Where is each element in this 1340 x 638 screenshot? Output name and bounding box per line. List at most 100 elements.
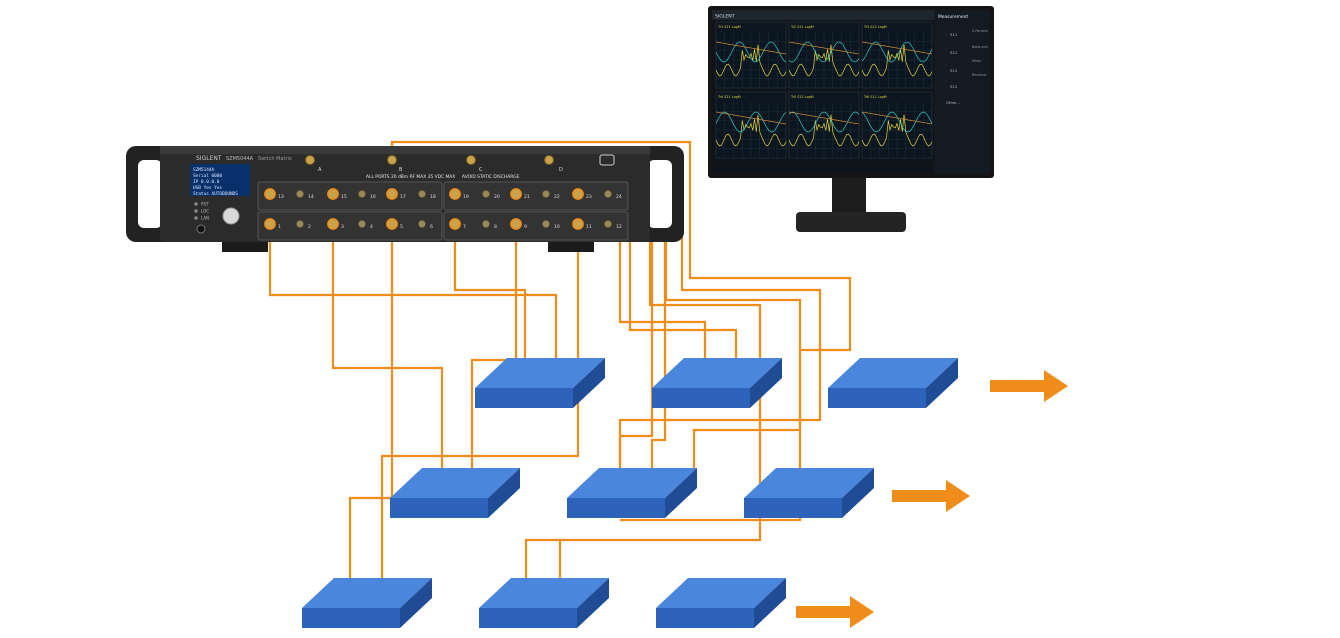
port-number-label: 12 — [616, 224, 622, 230]
port-panel-top-left — [257, 181, 443, 211]
sma-connector-icon[interactable] — [449, 218, 461, 230]
sma-connector-icon[interactable] — [295, 219, 304, 228]
trace-line — [788, 44, 860, 77]
warning-rf-max: ALL PORTS 20 dBm RF MAX 35 VDC MAX — [366, 174, 455, 180]
port-number-label: 8 — [494, 224, 497, 230]
common-port-label: A — [318, 167, 322, 173]
trace-line — [861, 111, 933, 125]
sma-connector-icon[interactable] — [417, 219, 426, 228]
trace-line — [788, 41, 860, 55]
sma-connector-icon[interactable] — [357, 219, 366, 228]
measurement-tab[interactable]: Balanced — [972, 45, 988, 49]
sma-connector-icon[interactable] — [386, 188, 398, 200]
cable-n — [628, 226, 738, 378]
sma-connector-icon[interactable] — [327, 188, 339, 200]
trace-label: Tr3 S22 LogM — [863, 25, 887, 29]
sma-connector-icon[interactable] — [510, 188, 522, 200]
sma-connector-icon[interactable] — [327, 218, 339, 230]
cable-o — [618, 226, 654, 484]
sma-connector-icon[interactable] — [386, 218, 398, 230]
sma-connector-icon[interactable] — [604, 219, 613, 228]
sma-connector-icon[interactable] — [544, 155, 554, 165]
sma-connector-icon[interactable] — [449, 188, 461, 200]
sma-connector-icon[interactable] — [572, 218, 584, 230]
output-arrows — [796, 370, 1068, 628]
sma-connector-icon[interactable] — [604, 189, 613, 198]
sma-connector-icon[interactable] — [510, 218, 522, 230]
port-number-label: 7 — [463, 224, 466, 230]
dut-board[interactable] — [656, 578, 786, 628]
sma-connector-icon[interactable] — [466, 155, 476, 165]
side-label: LOC — [201, 209, 209, 214]
sma-connector-icon[interactable] — [264, 218, 276, 230]
right-arrow-icon — [796, 596, 874, 628]
dut-board[interactable] — [744, 468, 874, 518]
port-number-label: 1 — [278, 224, 281, 230]
screen-line: IP 0.0.0.0 — [193, 179, 220, 185]
screen-line: Status AUTOBOUNDS — [193, 191, 238, 197]
measurement-tab[interactable]: S-Params — [972, 29, 988, 33]
trace-line — [861, 111, 933, 133]
port-panel-bottom-left — [257, 211, 443, 241]
sma-connector-icon[interactable] — [481, 189, 490, 198]
trace-line — [861, 44, 933, 77]
dut-board[interactable] — [567, 468, 697, 518]
side-label: RST — [201, 202, 209, 207]
port-number-label: 2 — [308, 224, 311, 230]
port-number-label: 4 — [370, 224, 373, 230]
sma-connector-icon[interactable] — [481, 219, 490, 228]
trace-line — [788, 111, 860, 125]
sma-connector-icon[interactable] — [295, 189, 304, 198]
measurement-tab[interactable]: Receiver — [972, 73, 987, 77]
dut-board[interactable] — [652, 358, 782, 408]
port-number-label: 22 — [554, 194, 560, 200]
right-arrow-icon — [892, 480, 970, 512]
brand-label: SIGLENT — [196, 155, 222, 162]
sma-connector-icon[interactable] — [572, 188, 584, 200]
port-number-label: 14 — [308, 194, 314, 200]
rotary-knob[interactable] — [222, 207, 240, 225]
sma-connector-icon[interactable] — [357, 189, 366, 198]
sma-connector-icon[interactable] — [542, 219, 551, 228]
measurement-item[interactable]: Other... — [946, 100, 960, 105]
port-number-label: 20 — [494, 194, 500, 200]
sma-connector-icon[interactable] — [264, 188, 276, 200]
dut-board[interactable] — [302, 578, 432, 628]
power-button[interactable] — [196, 224, 206, 234]
warning-static: AVOID STATIC DISCHARGE — [462, 174, 520, 180]
common-port-label: B — [399, 167, 403, 173]
dut-board[interactable] — [479, 578, 609, 628]
loc-button[interactable] — [194, 209, 198, 213]
dut-board[interactable] — [390, 468, 520, 518]
rst-button[interactable] — [194, 202, 198, 206]
port-number-label: 18 — [430, 194, 436, 200]
lan-button[interactable] — [194, 216, 198, 220]
measurement-title: Measurement — [938, 14, 968, 20]
port-number-label: 13 — [278, 194, 284, 200]
port-panel-bottom-right — [443, 211, 629, 241]
measurement-item[interactable]: S22 — [950, 84, 958, 89]
trace-line — [788, 114, 860, 147]
port-number-label: 23 — [586, 194, 592, 200]
measurement-tab[interactable]: Mixer — [972, 59, 982, 63]
model-label: SZM5044A — [226, 156, 254, 162]
dut-board[interactable] — [828, 358, 958, 408]
trace-label: Tr6 S11 LogM — [863, 95, 887, 99]
trace-line — [788, 111, 860, 133]
sma-connector-icon[interactable] — [305, 155, 315, 165]
usb-icon[interactable] — [599, 154, 615, 166]
measurement-panel — [934, 10, 990, 174]
measurement-item[interactable]: S11 — [950, 32, 958, 37]
dut-board[interactable] — [475, 358, 605, 408]
common-port-label: D — [559, 167, 563, 173]
cable-a — [390, 140, 852, 470]
port-number-label: 24 — [616, 194, 622, 200]
sma-connector-icon[interactable] — [542, 189, 551, 198]
measurement-item[interactable]: S12 — [950, 68, 958, 73]
status-screen — [190, 164, 250, 196]
sma-connector-icon[interactable] — [417, 189, 426, 198]
measurement-item[interactable]: S21 — [950, 50, 958, 55]
cable-i — [331, 226, 444, 484]
sma-connector-icon[interactable] — [387, 155, 397, 165]
